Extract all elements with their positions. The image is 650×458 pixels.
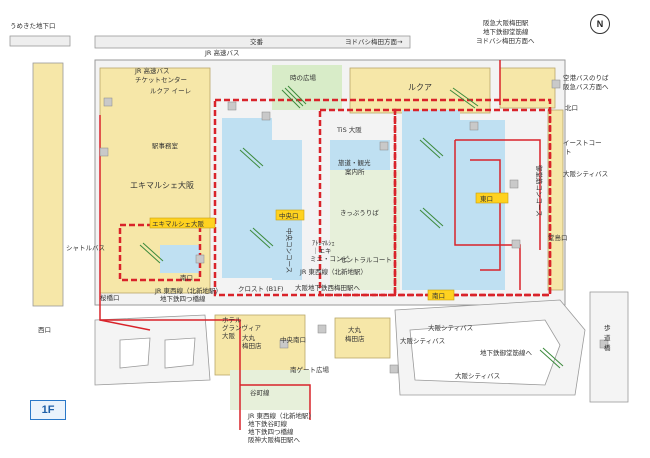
label-jr-bus-ticket-2: チケットセンター xyxy=(135,75,187,84)
label-shuttle-bus: シャトルバス xyxy=(66,244,105,252)
concourse-areas xyxy=(222,110,505,290)
label-daimaru-4: 梅田店 xyxy=(345,334,365,343)
label-lucua1100: ルクア イーレ xyxy=(150,87,191,95)
label-hayabusa: 堂島口 xyxy=(548,233,568,242)
label-granvia-2: グランヴィア xyxy=(222,323,262,332)
label-daimaru-3: 大丸 xyxy=(348,325,362,334)
label-walk-1: 歩 xyxy=(604,323,611,332)
label-chuo-concourse: 中央コンコース xyxy=(285,228,294,273)
label-jr-bus-ticket-1: JR 高速バス xyxy=(134,66,170,75)
label-lotte: ｱﾄﾚﾏﾙｼｪ xyxy=(312,239,335,247)
label-sakura-bashi: 桜橋口 xyxy=(100,293,120,302)
label-daimaru-1: 大丸 xyxy=(242,333,256,342)
label-east-court-1: イーストコー xyxy=(563,139,602,147)
label-tis: TiS 大阪 xyxy=(336,125,362,134)
label-granvia-1: ホテル xyxy=(222,316,242,324)
label-hankyu: 阪急大阪梅田駅 xyxy=(483,18,529,27)
label-jr-tozai-1: JR 東西線（北新地駅） xyxy=(154,286,222,295)
label-city-bus-1: 大阪シティバス xyxy=(563,169,608,178)
label-jr-bus: JR 高速バス xyxy=(204,48,240,57)
north-compass-icon: N xyxy=(590,14,610,34)
label-osaka-subway: 大阪地下鉄西梅田駅へ xyxy=(295,283,361,292)
escalators xyxy=(139,85,564,369)
label-bottom-1: JR 東西線（北新地駅） xyxy=(247,411,315,420)
higashi-highlight xyxy=(475,192,509,204)
label-airport-bus-1: 空港バスのりば xyxy=(563,73,609,82)
label-yodobashi: ヨドバシ梅田方面→ xyxy=(345,37,403,46)
label-central-court: セントラルコート xyxy=(340,256,392,264)
label-bottom-4: 阪神大阪梅田駅へ xyxy=(248,435,301,444)
label-city-bus-3: 大阪シティバス xyxy=(400,336,445,345)
label-lucua: ルクア xyxy=(408,83,432,92)
label-higashi-box: 東口 xyxy=(480,194,493,203)
ekimarche-highlight xyxy=(149,217,216,229)
label-walk-2: 道 xyxy=(604,333,611,342)
label-tamon: 谷町線 xyxy=(250,388,270,397)
label-daimaru-2: 梅田店 xyxy=(242,341,262,350)
label-bottom-2: 地下鉄谷町線 xyxy=(248,419,288,428)
label-koban: 交番 xyxy=(250,37,264,46)
label-city-bus-2: 大阪シティバス xyxy=(428,323,473,332)
plaza-areas xyxy=(160,65,400,410)
label-tourist-2: 案内所 xyxy=(345,167,365,176)
red-walk-routes xyxy=(99,60,541,430)
label-chuo: 中央口 xyxy=(279,211,299,220)
label-west-exit: 西口 xyxy=(38,326,51,334)
label-station-office: 駅事務室 xyxy=(152,141,179,150)
label-cross: クロスト (B1F) xyxy=(238,285,283,293)
bus-terminal xyxy=(394,291,629,403)
taxi-roundabout xyxy=(94,314,211,386)
label-tourist: 旅道・観光 xyxy=(338,158,371,167)
label-granvia-3: 大阪 xyxy=(222,331,236,340)
label-ekimarche-box: エキマルシェ大阪 xyxy=(152,219,205,228)
label-walk-3: 橋 xyxy=(604,343,611,352)
chuo-highlight xyxy=(275,209,305,221)
label-bottom-3: 地下鉄四つ橋線 xyxy=(248,427,294,436)
label-mini-court: ミニ・コンビ xyxy=(310,254,349,263)
label-chika-yotsuhashi: 地下鉄四つ橋線 xyxy=(160,294,206,303)
label-chuo-minami: 中央南口 xyxy=(280,335,306,344)
label-yodobashi2: ヨドバシ梅田方面へ xyxy=(476,36,535,45)
label-north-exit: 北口 xyxy=(565,104,578,112)
exit-highlights xyxy=(149,192,509,301)
label-airport-bus-2: 阪急バス方面へ xyxy=(563,82,609,91)
label-minami-exit-small: 南口 xyxy=(180,273,193,282)
floor-badge: 1F xyxy=(30,400,66,420)
label-chika-midosuji: 地下鉄御堂筋線 xyxy=(483,27,529,36)
label-umekita: うめきた地下口 xyxy=(10,21,56,30)
label-subway-umeda: 地下鉄御堂筋線へ xyxy=(480,348,533,357)
label-jr-tozai-2: JR 東西線（北新地駅） xyxy=(299,267,367,276)
label-south-gate: 南ゲート広場 xyxy=(290,365,330,374)
label-lotte-2: ｜エキ xyxy=(312,247,332,255)
label-east-court-2: ト xyxy=(565,148,572,156)
label-midosuji-concourse: 御堂筋コンコース xyxy=(535,165,544,217)
label-kippu: きっぷうりば xyxy=(340,208,379,217)
facility-icons xyxy=(99,79,609,374)
label-city-bus-4: 大阪シティバス xyxy=(455,371,500,380)
south-highlight xyxy=(427,289,455,301)
label-south-exit-box: 南口 xyxy=(432,291,445,300)
label-toki-hiroba: 時の広場 xyxy=(290,73,317,82)
label-ekimarche: エキマルシェ大阪 xyxy=(130,180,194,190)
